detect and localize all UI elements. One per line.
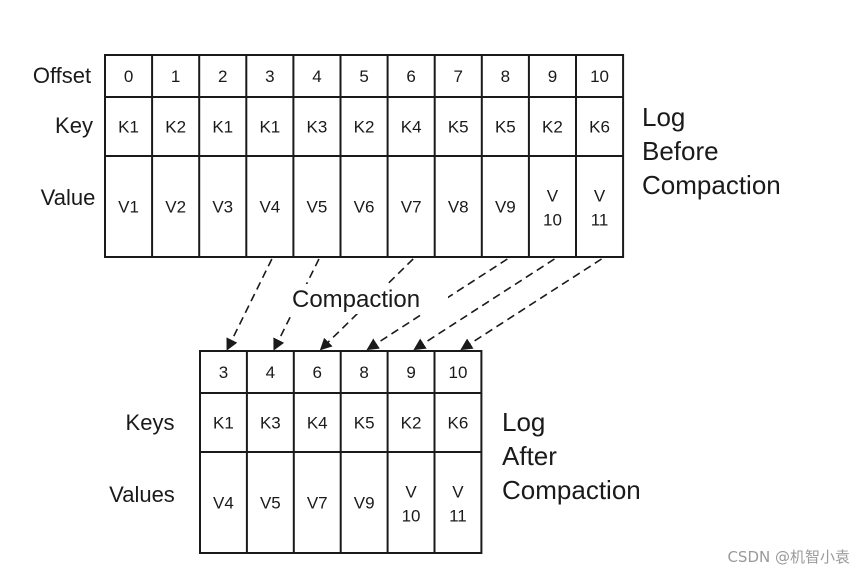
after-offset-cell: 9 bbox=[406, 363, 415, 382]
compaction-arrow bbox=[319, 258, 414, 351]
before-title-line-3: Compaction bbox=[642, 170, 781, 200]
keys-row-label: Keys bbox=[126, 410, 175, 435]
after-key-cell: K6 bbox=[448, 414, 469, 433]
after-key-cell: K1 bbox=[213, 414, 234, 433]
before-title-line-1: Log bbox=[642, 102, 685, 132]
before-offset-cell: 1 bbox=[171, 67, 180, 86]
before-value-cell: V3 bbox=[212, 198, 233, 217]
after-title-line-3: Compaction bbox=[502, 475, 641, 505]
after-value-cell: V7 bbox=[307, 494, 328, 513]
before-key-cell: K1 bbox=[212, 118, 233, 137]
values-row-label: Values bbox=[109, 482, 175, 507]
before-value-cell: 10 bbox=[543, 211, 562, 230]
before-value-cell: V bbox=[547, 187, 559, 206]
before-title-line-2: Before bbox=[642, 136, 719, 166]
before-value-cell: V bbox=[594, 187, 606, 206]
compaction-label: Compaction bbox=[292, 286, 420, 313]
compaction-arrow bbox=[460, 258, 602, 351]
after-value-cell: V5 bbox=[260, 494, 281, 513]
after-value-cell: V bbox=[452, 483, 464, 502]
after-offset-cell: 4 bbox=[266, 363, 275, 382]
log-before-table: 0K1V11K2V22K1V33K1V44K3V55K2V66K4V77K5V8… bbox=[104, 54, 625, 258]
before-key-cell: K3 bbox=[307, 118, 328, 137]
after-offset-cell: 6 bbox=[313, 363, 322, 382]
after-key-cell: K5 bbox=[354, 414, 375, 433]
after-offset-cell: 3 bbox=[219, 363, 228, 382]
before-value-cell: V7 bbox=[401, 198, 422, 217]
before-offset-cell: 5 bbox=[359, 67, 368, 86]
value-row-label: Value bbox=[41, 185, 96, 210]
before-key-cell: K5 bbox=[448, 118, 469, 137]
before-value-cell: V6 bbox=[354, 198, 375, 217]
watermark: CSDN @机智小袁 bbox=[727, 548, 850, 566]
compaction-label-backdrop bbox=[288, 284, 448, 314]
before-key-cell: K4 bbox=[401, 118, 422, 137]
offset-row-label: Offset bbox=[33, 63, 91, 88]
before-offset-cell: 2 bbox=[218, 67, 227, 86]
before-offset-cell: 3 bbox=[265, 67, 274, 86]
after-title-line-2: After bbox=[502, 441, 557, 471]
before-offset-cell: 7 bbox=[454, 67, 463, 86]
key-row-label: Key bbox=[55, 113, 93, 138]
before-value-cell: V4 bbox=[259, 198, 280, 217]
before-offset-cell: 9 bbox=[548, 67, 557, 86]
after-title-line-1: Log bbox=[502, 407, 545, 437]
after-value-cell: V4 bbox=[213, 494, 234, 513]
before-offset-cell: 10 bbox=[590, 67, 609, 86]
after-value-cell: V9 bbox=[354, 494, 375, 513]
compaction-arrow bbox=[273, 258, 320, 351]
before-key-cell: K1 bbox=[259, 118, 280, 137]
after-value-cell: 11 bbox=[449, 507, 467, 526]
compaction-arrow bbox=[226, 258, 273, 351]
after-key-cell: K3 bbox=[260, 414, 281, 433]
after-offset-cell: 10 bbox=[448, 363, 467, 382]
before-value-cell: 11 bbox=[591, 211, 609, 230]
after-value-cell: V bbox=[405, 483, 417, 502]
compaction-arrow bbox=[413, 258, 555, 351]
after-value-cell: 10 bbox=[402, 507, 421, 526]
before-offset-cell: 8 bbox=[501, 67, 510, 86]
after-offset-cell: 8 bbox=[359, 363, 368, 382]
before-offset-cell: 0 bbox=[124, 67, 133, 86]
before-offset-cell: 4 bbox=[312, 67, 321, 86]
after-key-cell: K2 bbox=[401, 414, 422, 433]
before-key-cell: K6 bbox=[589, 118, 610, 137]
before-value-cell: V1 bbox=[118, 198, 139, 217]
before-key-cell: K2 bbox=[542, 118, 563, 137]
before-key-cell: K1 bbox=[118, 118, 139, 137]
after-key-cell: K4 bbox=[307, 414, 328, 433]
before-value-cell: V8 bbox=[448, 198, 469, 217]
before-key-cell: K5 bbox=[495, 118, 516, 137]
before-value-cell: V2 bbox=[165, 198, 186, 217]
before-key-cell: K2 bbox=[354, 118, 375, 137]
before-value-cell: V5 bbox=[307, 198, 328, 217]
before-value-cell: V9 bbox=[495, 198, 516, 217]
before-offset-cell: 6 bbox=[406, 67, 415, 86]
before-key-cell: K2 bbox=[165, 118, 186, 137]
